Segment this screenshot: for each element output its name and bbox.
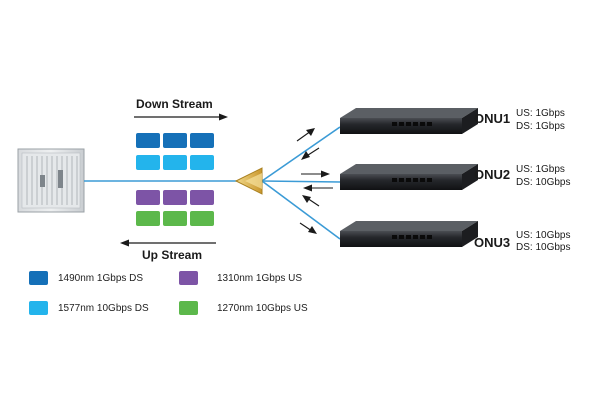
legend-label-us-1g: 1310nm 1Gbps US [217, 273, 303, 284]
legend-swatch-ds-1g [29, 271, 48, 285]
ds-10g-block [136, 155, 160, 170]
up-stream-label: Up Stream [142, 248, 203, 262]
olt-chassis-icon [17, 148, 85, 213]
legend-label-ds-10g: 1577nm 10Gbps DS [58, 303, 149, 314]
onu1-device-icon [340, 108, 478, 134]
onu1-us-rate: US: 1Gbps [516, 108, 565, 119]
onu2-ds-rate: DS: 10Gbps [516, 177, 571, 188]
branch-direction-arrows [296, 128, 333, 234]
onu3-name: ONU3 [474, 235, 511, 250]
onu3-device-icon [340, 221, 478, 247]
wavelength-blocks [136, 133, 214, 226]
legend-swatch-us-1g [179, 271, 198, 285]
us-1g-block [163, 190, 187, 205]
onu2-device-icon [340, 164, 478, 190]
optical-splitter-icon [234, 167, 263, 195]
onu2-us-rate: US: 1Gbps [516, 164, 565, 175]
ds-1g-block [163, 133, 187, 148]
ds-10g-block [163, 155, 187, 170]
down-stream-label: Down Stream [136, 97, 213, 111]
branch-fibers [261, 126, 341, 240]
us-10g-block [190, 211, 214, 226]
ds-10g-block [190, 155, 214, 170]
us-1g-block [190, 190, 214, 205]
down-stream-arrow [134, 113, 228, 121]
legend-swatch-us-10g [179, 301, 198, 315]
onu3-ds-rate: DS: 10Gbps [516, 242, 571, 253]
up-stream-arrow [120, 239, 216, 247]
onu1-ds-rate: DS: 1Gbps [516, 121, 565, 132]
ds-1g-block [190, 133, 214, 148]
ds-1g-block [136, 133, 160, 148]
onu2-name: ONU2 [474, 167, 511, 182]
legend-label-us-10g: 1270nm 10Gbps US [217, 303, 308, 314]
us-1g-block [136, 190, 160, 205]
onu1-name: ONU1 [474, 111, 511, 126]
onu3-us-rate: US: 10Gbps [516, 230, 571, 241]
us-10g-block [163, 211, 187, 226]
legend-swatch-ds-10g [29, 301, 48, 315]
legend-label-ds-1g: 1490nm 1Gbps DS [58, 273, 144, 284]
us-10g-block [136, 211, 160, 226]
